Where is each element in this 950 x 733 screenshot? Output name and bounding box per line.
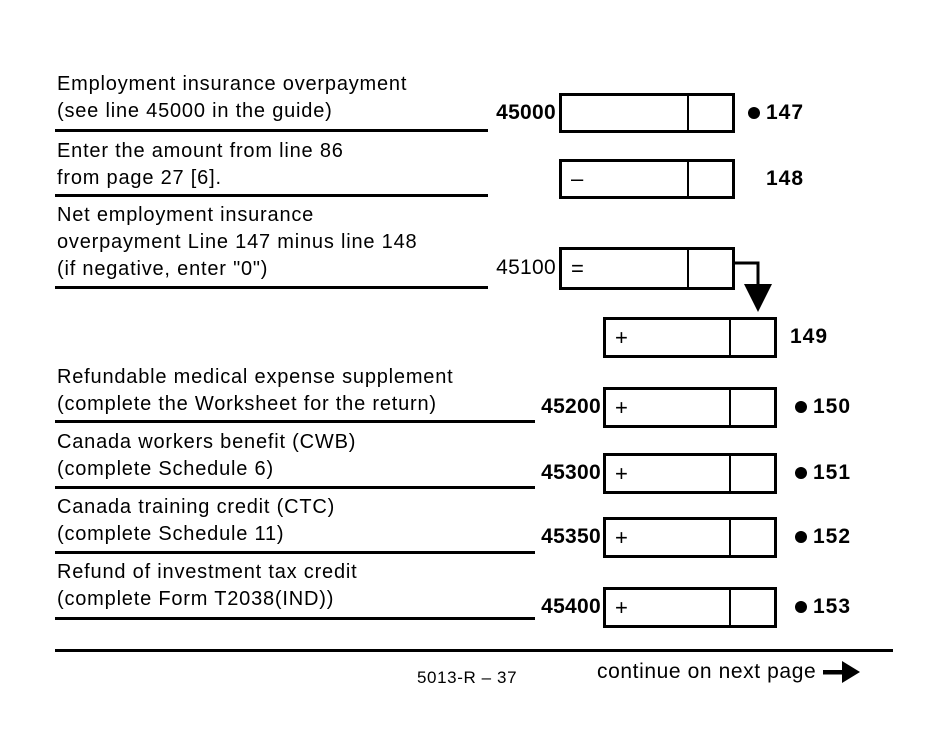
amount-dollars-field[interactable]: – [562, 162, 687, 196]
continue-on-next-page: continue on next page [597, 659, 861, 685]
amount-cents-field[interactable] [729, 456, 774, 491]
label-line: from page 27 [6]. [57, 167, 222, 189]
amount-cents-field[interactable] [687, 250, 732, 287]
field-number-152: 152 [795, 517, 851, 557]
field-number-149: 149 [790, 317, 828, 357]
amount-cents-field[interactable] [687, 162, 732, 196]
separator-line [55, 617, 535, 620]
plus-operator: + [615, 594, 628, 620]
equals-operator: = [571, 255, 584, 281]
form-page-code: 5013-R – 37 [417, 668, 518, 687]
down-arrow-icon [733, 261, 772, 312]
amount-dollars-field[interactable] [562, 96, 687, 130]
line-code-45350: 45350 [541, 525, 601, 548]
label-medical-supplement: Refundable medical expense supplement (c… [57, 364, 454, 418]
label-line: overpayment Line 147 minus line 148 [57, 231, 418, 253]
line-code-45100: 45100 [496, 256, 556, 279]
bullet-icon [795, 401, 807, 413]
field-number-148: 148 [766, 159, 804, 199]
label-line: Net employment insurance [57, 204, 315, 226]
label-ei-overpayment: Employment insurance overpayment (see li… [57, 71, 407, 125]
line-code-45400: 45400 [541, 595, 601, 618]
amount-dollars-field[interactable]: + [606, 590, 729, 625]
separator-line [55, 420, 535, 423]
field-number-text: 147 [766, 101, 805, 124]
field-number-153: 153 [795, 587, 851, 627]
field-number-text: 150 [813, 395, 852, 418]
amount-box-45350[interactable]: + [603, 517, 777, 558]
amount-cents-field[interactable] [729, 520, 774, 555]
label-line: (complete Schedule 6) [57, 458, 274, 480]
amount-cents-field[interactable] [729, 390, 774, 425]
separator-line [55, 551, 535, 554]
label-net-ei-overpayment: Net employment insurance overpayment Lin… [57, 202, 417, 283]
field-number-text: 153 [813, 595, 852, 618]
bullet-icon [795, 601, 807, 613]
amount-cents-field[interactable] [687, 96, 732, 130]
label-line: Refundable medical expense supplement [57, 366, 454, 388]
bullet-icon [795, 531, 807, 543]
line-code-45200: 45200 [541, 395, 601, 418]
amount-dollars-field[interactable]: + [606, 390, 729, 425]
label-line: (if negative, enter "0") [57, 258, 269, 280]
line-code-45000: 45000 [496, 101, 556, 124]
separator-line [55, 486, 535, 489]
field-number-150: 150 [795, 387, 851, 427]
amount-box-45200[interactable]: + [603, 387, 777, 428]
plus-operator: + [615, 324, 628, 350]
amount-dollars-field[interactable]: + [606, 320, 729, 355]
plus-operator: + [615, 460, 628, 486]
separator-line [55, 286, 488, 289]
plus-operator: + [615, 524, 628, 550]
amount-dollars-field[interactable]: + [606, 456, 729, 491]
label-itc-refund: Refund of investment tax credit (complet… [57, 559, 358, 613]
label-line: Employment insurance overpayment [57, 73, 408, 95]
field-number-text: 148 [766, 167, 805, 190]
label-line: (complete Form T2038(IND)) [57, 588, 335, 610]
amount-cents-field[interactable] [729, 320, 774, 355]
amount-box-45100[interactable]: = [559, 247, 735, 290]
minus-operator: – [571, 166, 584, 191]
label-ctc: Canada training credit (CTC) (complete S… [57, 494, 335, 548]
continue-text: continue on next page [597, 660, 817, 683]
label-line: (complete Schedule 11) [57, 523, 285, 545]
field-number-151: 151 [795, 453, 851, 493]
label-cwb: Canada workers benefit (CWB) (complete S… [57, 429, 356, 483]
label-line-86-amount: Enter the amount from line 86 from page … [57, 138, 344, 192]
label-line: (see line 45000 in the guide) [57, 100, 333, 122]
field-number-text: 149 [790, 325, 829, 348]
label-line: Refund of investment tax credit [57, 561, 358, 583]
amount-box-148[interactable]: – [559, 159, 735, 199]
plus-operator: + [615, 394, 628, 420]
bullet-icon [748, 107, 760, 119]
label-line: Canada workers benefit (CWB) [57, 431, 357, 453]
line-code-45300: 45300 [541, 461, 601, 484]
field-number-text: 152 [813, 525, 852, 548]
bullet-icon [795, 467, 807, 479]
field-number-147: 147 [748, 93, 804, 133]
amount-box-45400[interactable]: + [603, 587, 777, 628]
separator-line [55, 129, 488, 132]
label-line: Enter the amount from line 86 [57, 140, 344, 162]
label-line: Canada training credit (CTC) [57, 496, 336, 518]
footer-rule [55, 649, 893, 652]
amount-box-45000[interactable] [559, 93, 735, 133]
amount-box-45300[interactable]: + [603, 453, 777, 494]
amount-dollars-field[interactable]: = [562, 250, 687, 287]
amount-cents-field[interactable] [729, 590, 774, 625]
amount-dollars-field[interactable]: + [606, 520, 729, 555]
amount-box-149[interactable]: + [603, 317, 777, 358]
label-line: (complete the Worksheet for the return) [57, 393, 437, 415]
continue-arrow-icon [823, 661, 861, 683]
separator-line [55, 194, 488, 197]
field-number-text: 151 [813, 461, 852, 484]
